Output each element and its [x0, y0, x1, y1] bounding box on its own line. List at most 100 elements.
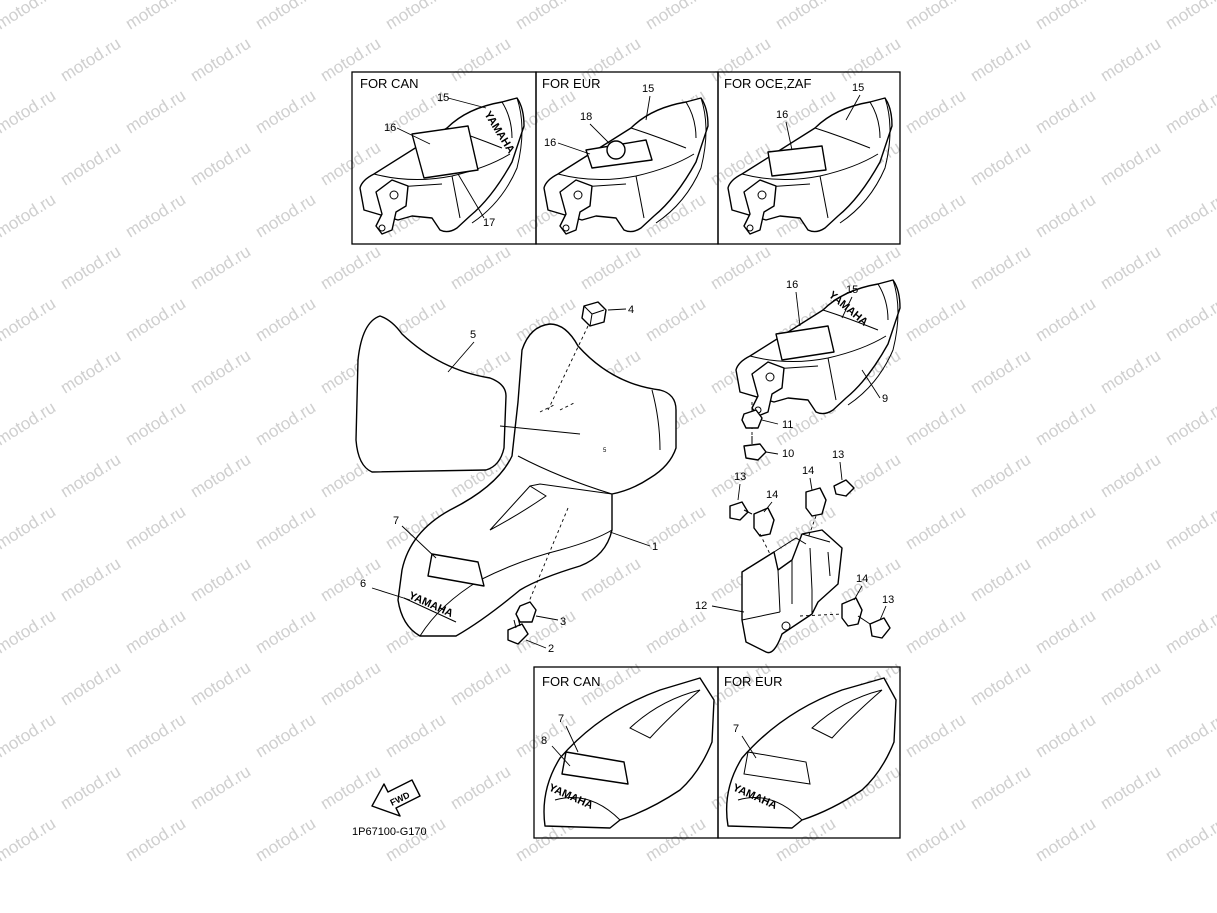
callout-7-bottom-eur: 7 — [733, 723, 739, 735]
watermark-text: motod.ru — [512, 0, 579, 33]
forward-arrow-icon: FWD — [371, 779, 421, 817]
watermark-text: motod.ru — [317, 658, 384, 710]
watermark-text: motod.ru — [382, 0, 449, 33]
watermark-text: motod.ru — [0, 0, 59, 33]
watermark-text: motod.ru — [0, 710, 59, 762]
inset-heading-bottom-can: FOR CAN — [542, 674, 601, 689]
watermark-text: motod.ru — [0, 398, 59, 450]
watermark-text: motod.ru — [902, 502, 969, 554]
watermark-text: motod.ru — [57, 34, 124, 86]
callout-16-can: 16 — [384, 122, 396, 134]
callout-7: 7 — [393, 515, 399, 527]
watermark-text: motod.ru — [0, 294, 59, 346]
watermark-text: motod.ru — [57, 554, 124, 606]
part-4-damper — [581, 301, 607, 327]
callout-2: 2 — [548, 643, 554, 655]
watermark-text: motod.ru — [577, 242, 644, 294]
watermark-text: motod.ru — [187, 658, 254, 710]
callout-9: 9 — [882, 393, 888, 405]
part-14-clip-left — [753, 507, 775, 537]
part-5-seat-sheet — [355, 315, 507, 473]
watermark-text: motod.ru — [187, 34, 254, 86]
watermark-text: motod.ru — [1097, 658, 1164, 710]
callout-12: 12 — [695, 600, 707, 612]
watermark-text: motod.ru — [57, 138, 124, 190]
inset-heading-top-eur: FOR EUR — [542, 76, 601, 91]
inset-heading-top-oce: FOR OCE,ZAF — [724, 76, 811, 91]
watermark-text: motod.ru — [122, 502, 189, 554]
watermark-text: motod.ru — [252, 710, 319, 762]
watermark-text: motod.ru — [1097, 762, 1164, 814]
part-13-bolt-center — [833, 479, 855, 497]
watermark-text: motod.ru — [187, 242, 254, 294]
callout-13-left: 13 — [734, 471, 746, 483]
callout-18-eur: 18 — [580, 111, 592, 123]
watermark-text: motod.ru — [967, 138, 1034, 190]
watermark-text: motod.ru — [967, 554, 1034, 606]
watermark-text: motod.ru — [187, 450, 254, 502]
watermark-text: motod.ru — [187, 138, 254, 190]
watermark-text: motod.ru — [1097, 34, 1164, 86]
part-13-bolt-left — [729, 501, 749, 521]
watermark-text: motod.ru — [1097, 242, 1164, 294]
watermark-text: motod.ru — [1032, 606, 1099, 658]
watermark-text: motod.ru — [1032, 294, 1099, 346]
watermark-text: motod.ru — [1162, 86, 1217, 138]
top-inset-eur: FOR EUR — [535, 71, 719, 245]
watermark-text: motod.ru — [122, 398, 189, 450]
watermark-text: motod.ru — [57, 346, 124, 398]
watermark-text: motod.ru — [447, 658, 514, 710]
watermark-text: motod.ru — [1162, 0, 1217, 33]
callout-11: 11 — [782, 419, 793, 431]
watermark-text: motod.ru — [772, 0, 839, 33]
watermark-text: motod.ru — [57, 762, 124, 814]
watermark-text: motod.ru — [902, 0, 969, 33]
watermark-text: motod.ru — [1097, 346, 1164, 398]
callout-7-bottom-can: 7 — [558, 713, 564, 725]
watermark-text: motod.ru — [1032, 0, 1099, 33]
watermark-text: motod.ru — [0, 814, 59, 866]
watermark-text: motod.ru — [122, 814, 189, 866]
watermark-text: motod.ru — [252, 86, 319, 138]
watermark-text: motod.ru — [902, 710, 969, 762]
watermark-text: motod.ru — [967, 762, 1034, 814]
watermark-text: motod.ru — [57, 658, 124, 710]
watermark-text: motod.ru — [642, 606, 709, 658]
watermark-text: motod.ru — [122, 190, 189, 242]
callout-14-right: 14 — [856, 573, 868, 585]
watermark-text: motod.ru — [1097, 138, 1164, 190]
watermark-text: motod.ru — [642, 294, 709, 346]
watermark-text: motod.ru — [967, 450, 1034, 502]
watermark-text: motod.ru — [1032, 86, 1099, 138]
watermark-text: motod.ru — [0, 606, 59, 658]
watermark-text: motod.ru — [1162, 398, 1217, 450]
watermark-text: motod.ru — [1162, 294, 1217, 346]
watermark-text: motod.ru — [1032, 814, 1099, 866]
diagram-code: 1P67100-G170 — [352, 826, 427, 838]
part-10-screw — [743, 443, 767, 461]
callout-10: 10 — [782, 448, 794, 460]
callout-15-oce: 15 — [852, 82, 864, 94]
watermark-text: motod.ru — [1162, 814, 1217, 866]
watermark-text: motod.ru — [0, 86, 59, 138]
part-9-rear-cowl: YAMAHA — [735, 279, 901, 417]
callout-16-oce: 16 — [776, 109, 788, 121]
watermark-text: motod.ru — [252, 190, 319, 242]
watermark-text: motod.ru — [382, 814, 449, 866]
watermark-text: motod.ru — [902, 294, 969, 346]
watermark-text: motod.ru — [317, 554, 384, 606]
part-13-bolt-right — [869, 617, 891, 639]
watermark-text: motod.ru — [252, 398, 319, 450]
watermark-text: motod.ru — [1032, 710, 1099, 762]
inset-heading-bottom-eur: FOR EUR — [724, 674, 783, 689]
watermark-text: motod.ru — [317, 242, 384, 294]
watermark-text: motod.ru — [1097, 450, 1164, 502]
watermark-text: motod.ru — [1032, 398, 1099, 450]
bottom-inset-can: FOR CAN YAMAHA — [533, 666, 719, 839]
watermark-text: motod.ru — [967, 34, 1034, 86]
part-1-side-cover — [397, 323, 677, 637]
watermark-text: motod.ru — [187, 762, 254, 814]
watermark-text: motod.ru — [642, 0, 709, 33]
inset-heading-top-can: FOR CAN — [360, 76, 419, 91]
